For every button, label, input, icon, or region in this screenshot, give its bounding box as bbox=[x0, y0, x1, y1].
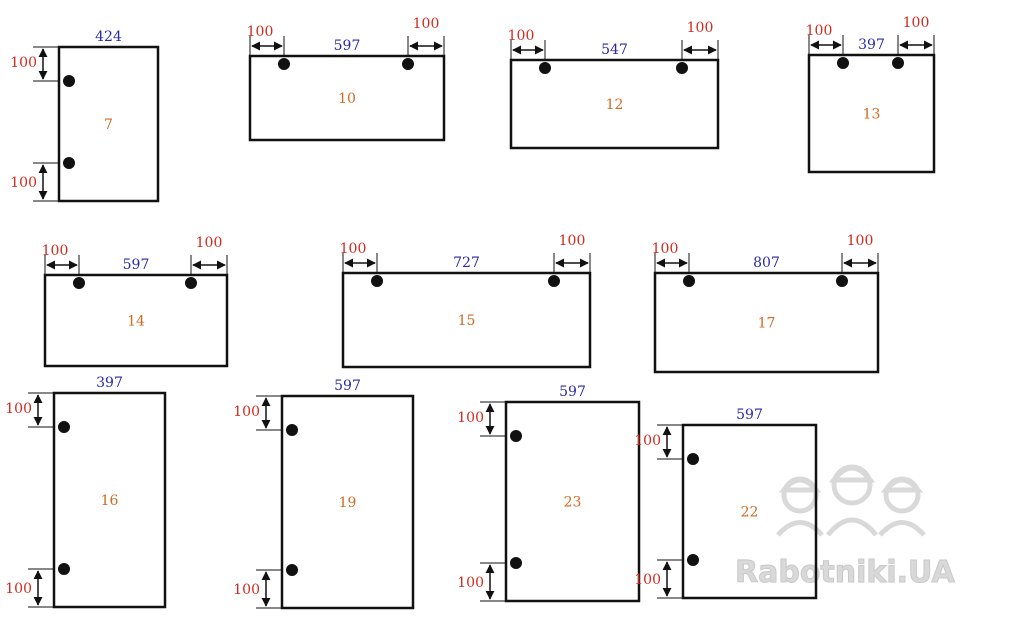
watermark-text: Rabotniki.UA bbox=[735, 555, 955, 590]
panel-13: 13 397 100 100 bbox=[806, 15, 936, 174]
panel-number: 23 bbox=[564, 495, 582, 511]
panel-number: 10 bbox=[338, 91, 356, 107]
panel-outline bbox=[57, 45, 160, 203]
offset-label: 100 bbox=[233, 582, 260, 598]
width-dimension: 397 bbox=[858, 37, 885, 53]
offset-label: 100 bbox=[340, 241, 367, 257]
hinge-hole bbox=[539, 62, 551, 74]
hinge-hole bbox=[278, 58, 290, 70]
offset-label: 100 bbox=[457, 575, 484, 591]
offset-label: 100 bbox=[508, 28, 535, 44]
width-dimension: 547 bbox=[601, 42, 628, 58]
panel-12: 12 547 100 100 bbox=[508, 20, 720, 150]
panel-10: 10 597 100 100 bbox=[247, 16, 446, 142]
panel-outline bbox=[43, 273, 229, 368]
panel-number: 12 bbox=[606, 97, 624, 113]
panel-outline bbox=[509, 58, 720, 150]
hinge-hole bbox=[185, 277, 197, 289]
panel-outline bbox=[807, 53, 936, 174]
offset-label: 100 bbox=[652, 241, 679, 257]
hinge-hole bbox=[286, 564, 298, 576]
width-dimension: 807 bbox=[753, 255, 780, 271]
offset-label: 100 bbox=[10, 175, 37, 191]
hinge-hole bbox=[58, 421, 70, 433]
hinge-hole bbox=[63, 75, 75, 87]
hinge-hole bbox=[837, 57, 849, 69]
width-dimension: 597 bbox=[559, 384, 586, 400]
hinge-hole bbox=[371, 275, 383, 287]
offset-label: 100 bbox=[233, 404, 260, 420]
offset-label: 100 bbox=[687, 20, 714, 36]
offset-label: 100 bbox=[42, 243, 69, 259]
panel-outline bbox=[504, 400, 641, 603]
panel-number: 14 bbox=[127, 314, 145, 330]
panel-outline bbox=[341, 271, 592, 369]
three-workers-helmet-icon bbox=[776, 464, 926, 537]
width-dimension: 597 bbox=[334, 378, 361, 394]
panel-14: 14 597 100 100 bbox=[42, 235, 229, 368]
offset-label: 100 bbox=[903, 15, 930, 31]
panel-number: 13 bbox=[863, 107, 881, 123]
hinge-hole bbox=[683, 275, 695, 287]
hinge-hole bbox=[687, 453, 699, 465]
hinge-hole bbox=[892, 57, 904, 69]
hinge-hole bbox=[402, 58, 414, 70]
hinge-hole bbox=[836, 275, 848, 287]
width-dimension: 597 bbox=[736, 407, 763, 423]
offset-label: 100 bbox=[5, 401, 32, 417]
panel-15: 15 727 100 100 bbox=[340, 233, 592, 369]
panel-number: 15 bbox=[458, 313, 476, 329]
hinge-hole bbox=[58, 563, 70, 575]
hinge-hole bbox=[676, 62, 688, 74]
panel-17: 17 807 100 100 bbox=[652, 233, 880, 374]
panel-19: 19 597 100 100 bbox=[233, 378, 415, 610]
width-dimension: 597 bbox=[123, 257, 150, 273]
panel-7: 7 424 100 100 bbox=[10, 29, 160, 203]
offset-label: 100 bbox=[634, 433, 661, 449]
offset-label: 100 bbox=[10, 55, 37, 71]
width-dimension: 424 bbox=[95, 29, 122, 45]
panel-number: 17 bbox=[758, 316, 776, 332]
hinge-hole bbox=[687, 554, 699, 566]
offset-label: 100 bbox=[196, 235, 223, 251]
offset-label: 100 bbox=[559, 233, 586, 249]
hinge-hole bbox=[510, 430, 522, 442]
hinge-hole bbox=[548, 275, 560, 287]
offset-label: 100 bbox=[247, 24, 274, 40]
panel-outline bbox=[52, 391, 167, 609]
width-dimension: 727 bbox=[453, 255, 480, 271]
width-dimension: 397 bbox=[96, 375, 123, 391]
offset-label: 100 bbox=[847, 233, 874, 249]
offset-label: 100 bbox=[806, 23, 833, 39]
panel-outline bbox=[248, 54, 446, 142]
panels-layer: 7 424 100 100 10 597 100 100 12 547 100 100 13 397 100… bbox=[5, 15, 936, 610]
panel-16: 16 397 100 100 bbox=[5, 375, 167, 609]
panel-number: 19 bbox=[339, 495, 357, 511]
hinge-hole bbox=[73, 277, 85, 289]
hinge-hole bbox=[63, 157, 75, 169]
offset-label: 100 bbox=[457, 410, 484, 426]
panel-number: 16 bbox=[101, 493, 119, 509]
offset-label: 100 bbox=[5, 581, 32, 597]
panel-outline bbox=[280, 394, 415, 610]
offset-label: 100 bbox=[634, 572, 661, 588]
hinge-hole bbox=[510, 557, 522, 569]
panel-22: 22 597 100 100 bbox=[634, 407, 818, 600]
panel-number: 22 bbox=[741, 505, 759, 521]
offset-label: 100 bbox=[413, 16, 440, 32]
panel-number: 7 bbox=[104, 117, 113, 133]
panel-23: 23 597 100 100 bbox=[457, 384, 641, 603]
watermark: Rabotniki.UA bbox=[735, 464, 956, 591]
panel-outline bbox=[681, 423, 818, 600]
width-dimension: 597 bbox=[334, 38, 361, 54]
panel-outline bbox=[653, 271, 880, 374]
hinge-hole bbox=[286, 424, 298, 436]
